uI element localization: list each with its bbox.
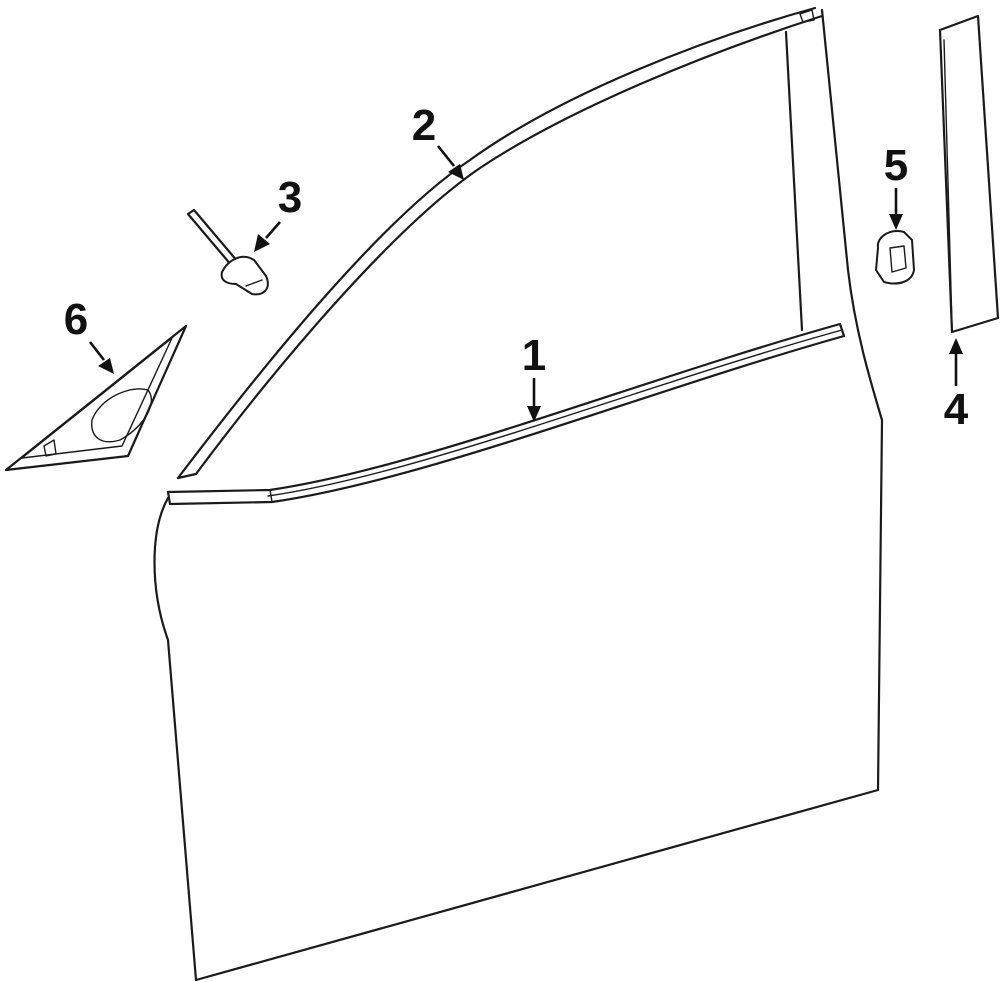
window-frame-molding xyxy=(176,6,824,480)
svg-text:2: 2 xyxy=(412,101,436,150)
retainer-clip xyxy=(875,230,915,285)
callout-4: 4 xyxy=(944,338,969,434)
push-clip xyxy=(186,208,269,296)
door-panel xyxy=(153,8,884,982)
callout-5: 5 xyxy=(884,141,908,230)
callout-6: 6 xyxy=(64,295,114,374)
svg-text:4: 4 xyxy=(944,385,969,434)
svg-text:1: 1 xyxy=(522,331,546,380)
svg-text:6: 6 xyxy=(64,295,88,344)
callout-3: 3 xyxy=(254,173,302,252)
callout-2: 2 xyxy=(412,101,464,180)
belt-molding xyxy=(166,322,846,506)
triangle-cover xyxy=(4,324,188,472)
callout-1: 1 xyxy=(522,331,546,422)
pillar-garnish xyxy=(938,14,1000,334)
svg-text:3: 3 xyxy=(278,173,302,222)
svg-text:5: 5 xyxy=(884,141,908,190)
